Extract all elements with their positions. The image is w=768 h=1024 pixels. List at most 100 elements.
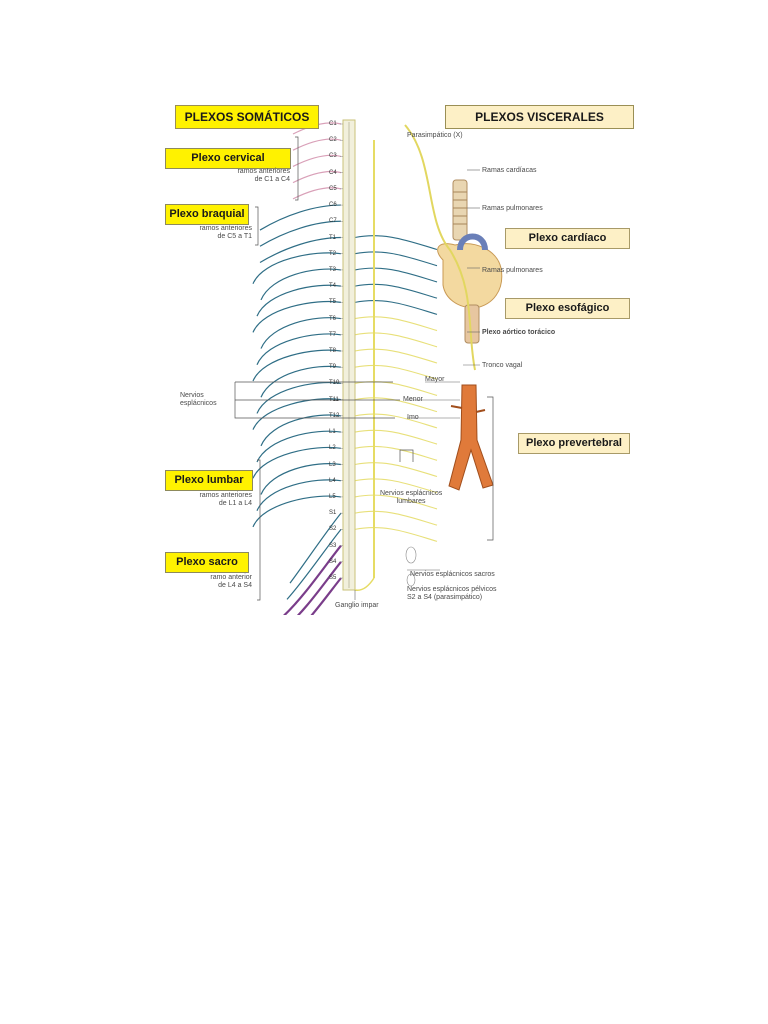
somatic-nerve-c2 <box>292 138 342 151</box>
leader-lines <box>354 169 480 600</box>
visceral-nerve-t11 <box>354 397 438 413</box>
splanchnic-nerves-label: Nervios esplácnicos <box>180 392 217 407</box>
somatic-nerve-t5 <box>252 300 342 333</box>
cardiac-plexus-box: Plexo cardíaco <box>505 228 630 249</box>
vagal-trunk-label: Tronco vagal <box>482 362 523 369</box>
visceral-nerve-s2 <box>354 526 438 542</box>
somatic-nerve-c4 <box>292 171 342 184</box>
somatic-nerve-t1 <box>259 236 342 264</box>
lumbar-rami-label: ramos anteriores de L1 a L4 <box>199 492 252 507</box>
lumbar-splanchnic-label: Nervios esplácnicos lumbares <box>380 490 443 505</box>
cervical-rami-label: ramos anteriores de C1 a C4 <box>237 168 290 183</box>
visceral-plexus-header: PLEXOS VISCERALES <box>445 105 634 129</box>
visceral-nerve-t5 <box>354 299 438 315</box>
visceral-nerve-t3 <box>354 267 438 283</box>
vertebral-level-t6: T6 <box>329 315 337 322</box>
somatic-nerve-c5 <box>292 187 342 200</box>
prevertebral-plexus-box: Plexo prevertebral <box>518 433 630 454</box>
somatic-nerve-l4 <box>256 479 342 511</box>
somatic-nerve-l2 <box>252 446 342 479</box>
lumbar-plexus-box: Plexo lumbar <box>165 470 253 491</box>
vertebral-level-l3: L3 <box>329 461 336 468</box>
cardiac-branches-label: Ramas cardíacas <box>482 167 537 174</box>
vertebral-level-c6: C6 <box>329 202 337 209</box>
visceral-nerve-t6 <box>354 316 438 332</box>
vertebral-level-l4: L4 <box>329 477 336 484</box>
vertebral-level-t8: T8 <box>329 348 337 354</box>
vertebral-level-t7: T7 <box>329 331 337 338</box>
visceral-nerve-l2 <box>354 445 438 461</box>
trachea-rings <box>453 191 467 225</box>
vertebral-level-t12: T12 <box>329 412 340 419</box>
sacral-splanchnic-label: Nervios esplácnicos sacros <box>410 571 495 578</box>
parasympathetic-label: Parasimpático (X) <box>407 132 463 139</box>
vertebral-level-t11: T11 <box>329 396 339 403</box>
ganglion-impar-line <box>354 577 375 591</box>
vertebral-level-t1: T1 <box>329 234 337 241</box>
vertebral-level-l2: L2 <box>329 445 336 452</box>
label-brackets <box>234 136 494 601</box>
somatic-nerve-s2 <box>286 528 342 600</box>
visceral-nerve-t1 <box>354 235 438 251</box>
celiac-branch <box>450 405 463 409</box>
vertebral-level-l1: L1 <box>329 429 336 436</box>
brachial-rami-label: ramos anteriores de C5 a T1 <box>199 225 252 240</box>
vertebral-level-s2: S2 <box>329 526 337 533</box>
somatic-nerve-t12 <box>260 414 342 447</box>
vertebral-level-s5: S5 <box>329 575 337 581</box>
vertebral-level-t2: T2 <box>329 250 337 257</box>
nervous-plexus-diagram: PLEXOS SOMÁTICOS PLEXOS VISCERALES Plexo… <box>165 100 640 615</box>
esophageal-plexus-box: Plexo esofágico <box>505 298 630 319</box>
vertebral-level-l5: L5 <box>329 493 336 500</box>
splanchnic-sacral-loop <box>405 546 417 564</box>
vertebral-level-c7: C7 <box>329 218 337 225</box>
vagus-nerve <box>404 124 476 371</box>
vertebral-level-s3: S3 <box>329 542 337 549</box>
visceral-nerves <box>354 235 438 542</box>
ganglion-impar-label: Ganglio impar <box>335 602 379 609</box>
visceral-nerve-t9 <box>354 364 438 380</box>
vertebral-level-t4: T4 <box>329 283 337 290</box>
visceral-nerve-l5 <box>354 494 438 510</box>
somatic-nerve-s3 <box>283 544 342 615</box>
visceral-nerve-l1 <box>354 429 438 445</box>
sacral-plexus-box: Plexo sacro <box>165 552 249 573</box>
splanchnic-pelvic-loop <box>406 573 416 587</box>
vertebral-ticks <box>340 123 343 579</box>
vertebral-level-c2: C2 <box>329 137 337 144</box>
visceral-nerve-t2 <box>354 251 438 267</box>
somatic-nerve-t6 <box>260 317 342 349</box>
somatic-nerve-c6 <box>259 204 342 231</box>
somatic-nerves <box>252 122 342 615</box>
aortic-arch <box>457 233 488 251</box>
somatic-nerve-t9 <box>260 365 342 398</box>
least-splanchnic-label: Imo <box>407 414 419 421</box>
somatic-nerve-t4 <box>256 284 342 317</box>
somatic-nerve-t10 <box>256 382 342 414</box>
sacral-rami-label: ramo anterior de L4 a S4 <box>210 574 252 589</box>
somatic-nerve-c7 <box>259 220 342 247</box>
vertebral-level-t9: T9 <box>329 364 337 371</box>
somatic-nerve-t3 <box>260 268 342 301</box>
somatic-nerve-s5 <box>310 577 342 615</box>
vertebral-level-s1: S1 <box>329 510 337 517</box>
vertebral-level-t10: T10 <box>329 380 340 387</box>
vertebral-level-t3: T3 <box>329 266 337 273</box>
somatic-nerve-c3 <box>292 154 342 167</box>
greater-splanchnic-label: Mayor <box>425 376 445 383</box>
lesser-splanchnic-label: Menor <box>403 396 423 403</box>
cervical-plexus-box: Plexo cervical <box>165 148 291 169</box>
somatic-nerve-l5 <box>252 495 342 528</box>
vertebral-level-c3: C3 <box>329 153 337 160</box>
somatic-nerve-t7 <box>256 333 342 366</box>
pulmonary-branches-label-2: Ramas pulmonares <box>482 267 543 274</box>
plexus-illustration <box>234 119 503 615</box>
brachial-plexus-box: Plexo braquial <box>165 204 249 225</box>
somatic-nerve-s1 <box>289 512 342 584</box>
thoracic-aortic-plexus-label: Plexo aórtico torácico <box>482 329 556 336</box>
visceral-nerve-t12 <box>354 413 438 429</box>
somatic-nerve-t11 <box>252 398 342 430</box>
visceral-nerve-t8 <box>354 348 438 364</box>
vertebral-level-c4: C4 <box>329 169 337 176</box>
mesenteric-branch <box>475 409 486 413</box>
